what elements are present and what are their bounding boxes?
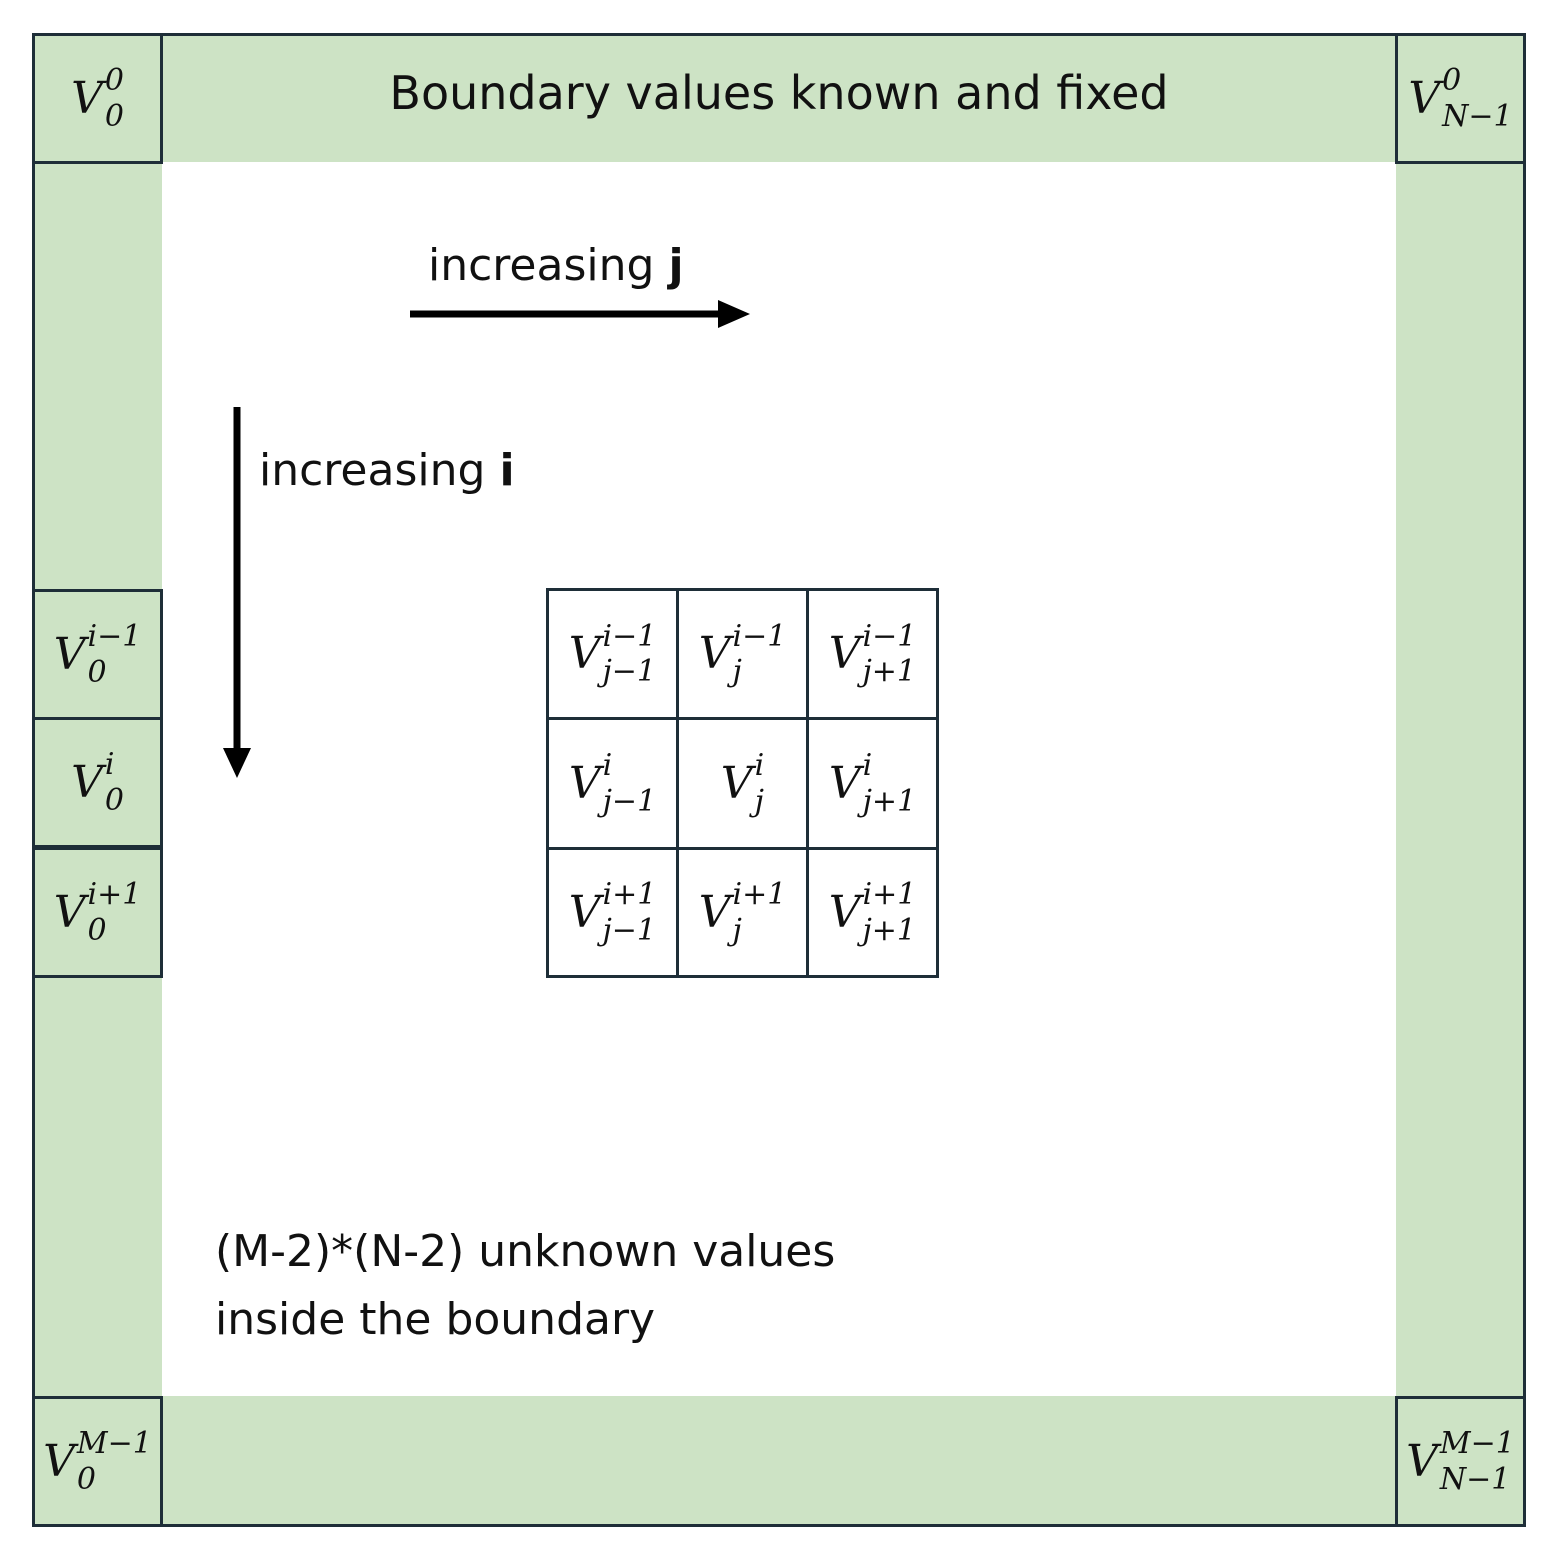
arrow-right-icon	[410, 300, 750, 328]
increasing-i-prefix: increasing	[259, 445, 486, 496]
unknown-values-line1: (M-2)*(N-2) unknown values	[215, 1226, 836, 1277]
arrow-down-icon	[223, 407, 251, 778]
increasing-j-prefix: increasing	[428, 240, 655, 291]
unknown-values-line2: inside the boundary	[215, 1294, 656, 1345]
boundary-label: Boundary values known and fixed	[389, 66, 1169, 120]
increasing-j-var: j	[668, 240, 684, 291]
increasing-i-label: increasing i	[259, 445, 515, 496]
increasing-j-label: increasing j	[428, 240, 684, 291]
increasing-i-var: i	[499, 445, 515, 496]
